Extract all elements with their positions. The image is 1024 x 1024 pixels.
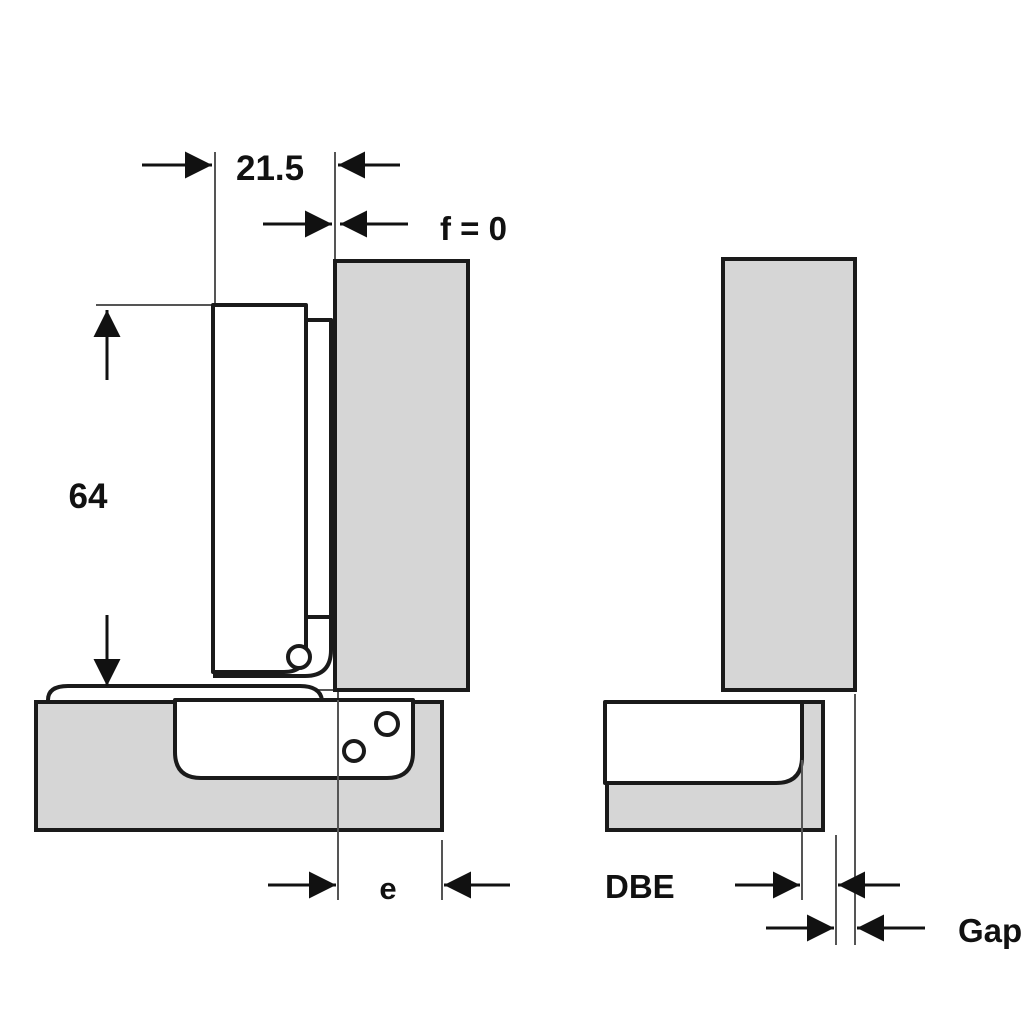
right-view-group (603, 257, 857, 945)
dowel-hole-lower (342, 739, 366, 763)
hinge-cup-recess (173, 698, 415, 780)
hinge-arm-nose (213, 615, 333, 678)
hinge-arm-pivot-hole (286, 644, 312, 670)
dim-64-label: 64 (69, 477, 108, 516)
dim-f0-label: f = 0 (440, 210, 507, 247)
dim-21-5-label: 21.5 (236, 149, 304, 188)
right-view-cabinet-notch (603, 700, 804, 785)
dimension-e: e (268, 871, 510, 906)
dim-gap-label: Gap (958, 912, 1022, 949)
dimension-gap: Gap (766, 912, 1022, 949)
dim-dbe-label: DBE (605, 868, 675, 905)
hinge-mounting-plate (46, 684, 324, 701)
dimension-f-zero: f = 0 (263, 210, 507, 247)
left-view-door-panel (333, 259, 470, 692)
dimension-21-5: 21.5 (142, 149, 400, 188)
right-view-extension-lines (801, 694, 856, 945)
dowel-hole-upper (374, 711, 400, 737)
dimension-64: 64 (69, 310, 121, 686)
hinge-arm-rail (304, 318, 333, 619)
left-view-group (34, 152, 470, 900)
dim-e-label: e (379, 871, 396, 906)
right-view-door-panel (721, 257, 857, 692)
dimension-dbe: DBE (605, 868, 900, 905)
